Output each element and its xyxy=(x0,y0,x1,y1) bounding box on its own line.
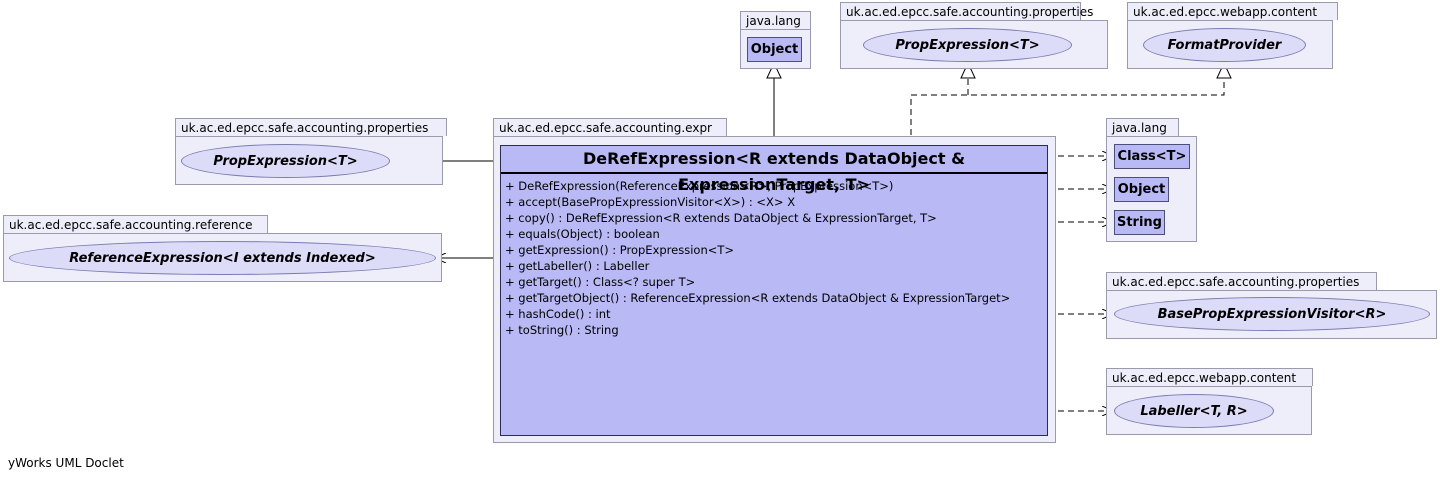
class-class-t[interactable]: Class<T> xyxy=(1114,144,1190,169)
package-properties-top-tab: uk.ac.ed.epcc.safe.accounting.properties xyxy=(840,2,1093,20)
member-list: + DeRefExpression(ReferenceExpression<R>… xyxy=(501,174,1047,338)
member-gettarget: + getTarget() : Class<? super T> xyxy=(505,275,696,289)
member-getlabeller: + getLabeller() : Labeller xyxy=(505,259,650,273)
interface-referenceexpression[interactable]: ReferenceExpression<I extends Indexed> xyxy=(9,241,436,275)
interface-basepropexpressionvisitor[interactable]: BasePropExpressionVisitor<R> xyxy=(1114,297,1430,331)
class-object[interactable]: Object xyxy=(747,37,802,62)
member-getexpression: + getExpression() : PropExpression<T> xyxy=(505,243,735,257)
member-equals: + equals(Object) : boolean xyxy=(505,227,660,241)
class-string[interactable]: String xyxy=(1114,210,1165,235)
member-copy: + copy() : DeRefExpression<R extends Dat… xyxy=(505,211,937,225)
member-hashcode: + hashCode() : int xyxy=(505,307,611,321)
implements-edge xyxy=(910,63,1225,145)
package-java-lang-tab: java.lang xyxy=(740,11,811,29)
interface-propexpression-top[interactable]: PropExpression<T> xyxy=(863,28,1072,62)
interface-propexpression-left[interactable]: PropExpression<T> xyxy=(181,144,390,178)
package-webapp-content-right-tab: uk.ac.ed.epcc.webapp.content xyxy=(1106,368,1313,386)
package-properties-right-tab: uk.ac.ed.epcc.safe.accounting.properties xyxy=(1106,272,1377,290)
class-derefexpression[interactable]: DeRefExpression<R extends DataObject & E… xyxy=(500,145,1048,436)
package-java-lang-right-tab: java.lang xyxy=(1106,118,1179,136)
member-tostring: + toString() : String xyxy=(505,323,619,337)
class-derefexpression-title: DeRefExpression<R extends DataObject & E… xyxy=(501,146,1047,194)
member-accept: + accept(BasePropExpressionVisitor<X>) :… xyxy=(505,195,796,209)
member-constructor: + DeRefExpression(ReferenceExpression<R>… xyxy=(505,179,894,193)
interface-labeller[interactable]: Labeller<T, R> xyxy=(1114,394,1274,428)
package-reference-tab: uk.ac.ed.epcc.safe.accounting.reference xyxy=(3,215,268,233)
package-webapp-content-top-tab: uk.ac.ed.epcc.webapp.content xyxy=(1127,2,1338,20)
class-object-right[interactable]: Object xyxy=(1114,177,1169,202)
footer-credit: yWorks UML Doclet xyxy=(8,456,124,470)
interface-formatprovider[interactable]: FormatProvider xyxy=(1143,28,1306,62)
member-gettargetobject: + getTargetObject() : ReferenceExpressio… xyxy=(505,291,1011,305)
package-properties-left-tab: uk.ac.ed.epcc.safe.accounting.properties xyxy=(175,118,447,136)
package-expr-tab: uk.ac.ed.epcc.safe.accounting.expr xyxy=(493,118,727,136)
